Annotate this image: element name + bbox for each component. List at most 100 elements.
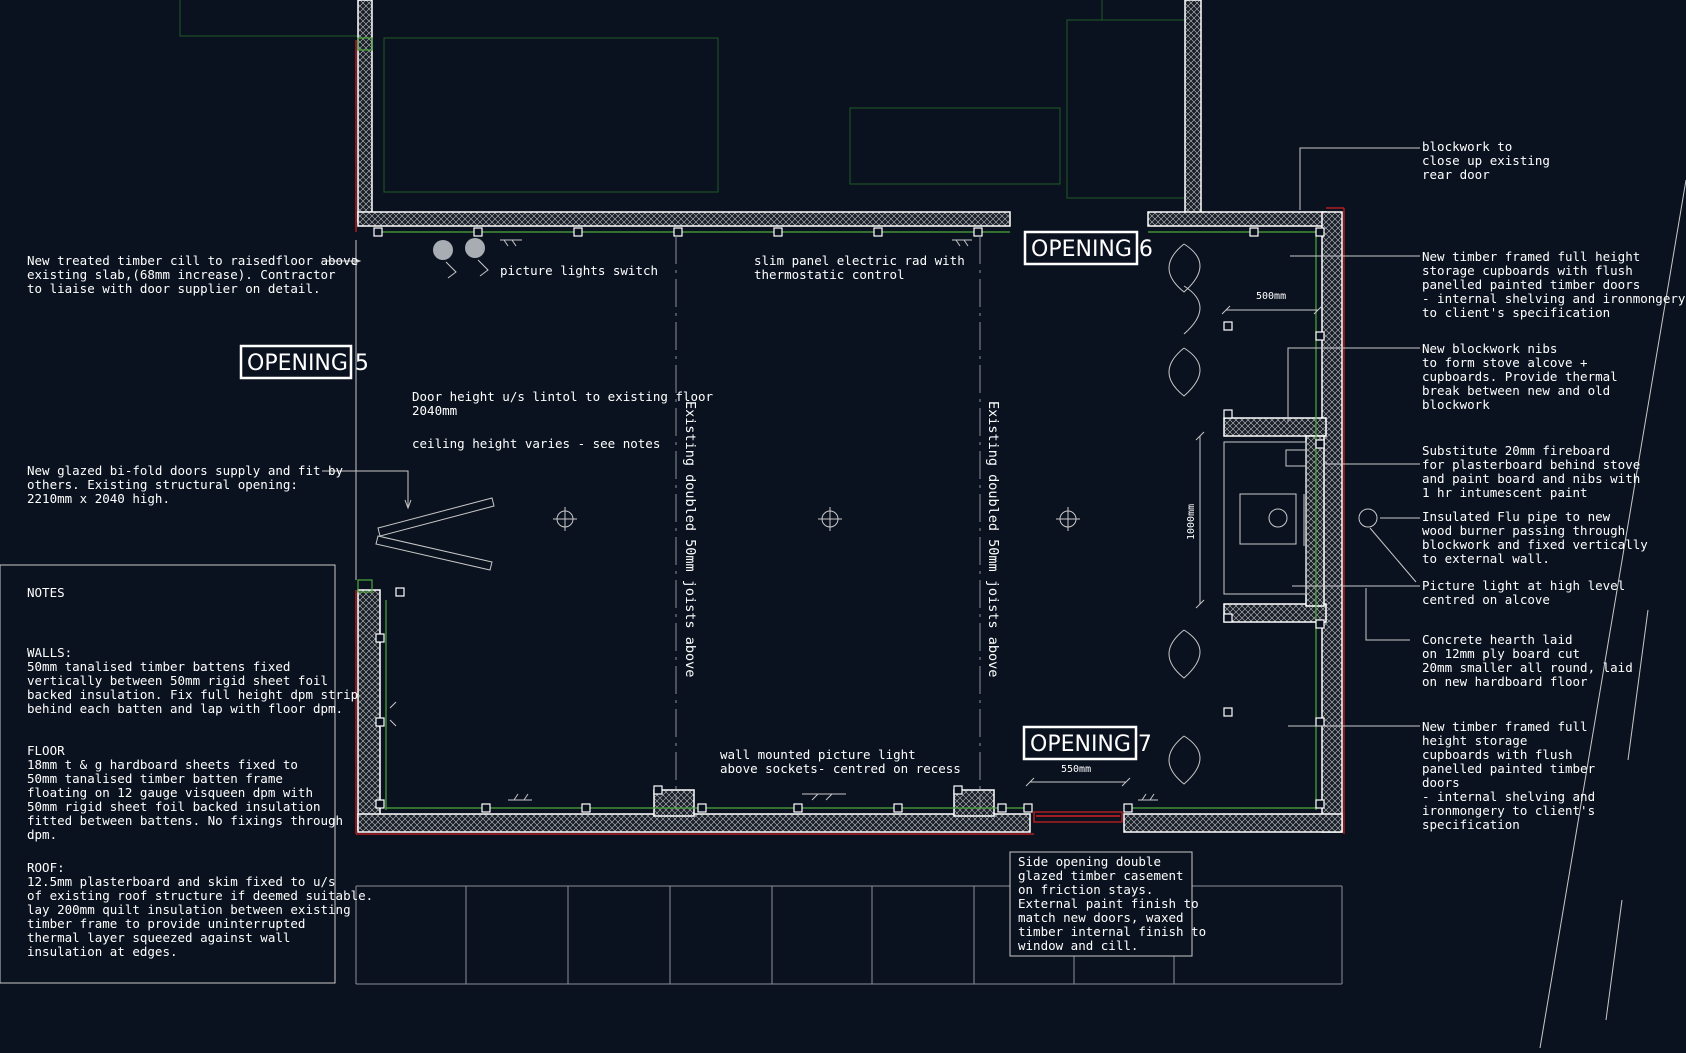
picture-lights-switch-label: picture lights switch xyxy=(500,263,658,278)
storage-bottom-8: specification xyxy=(1422,817,1520,832)
picture-light-alcove-2: centred on alcove xyxy=(1422,592,1550,607)
insulation-lines xyxy=(357,37,1318,810)
flue-4: to external wall. xyxy=(1422,551,1550,566)
side-opening-line-7: window and cill. xyxy=(1018,938,1138,953)
bifold-note-line-1: New glazed bi-fold doors supply and fit … xyxy=(27,463,344,478)
storage-bottom-7: ironmongery to client's xyxy=(1422,803,1595,818)
roof-line-5: thermal layer squeezed against wall xyxy=(27,930,290,945)
electric-rad-line-2: thermostatic control xyxy=(754,267,905,282)
storage-bottom-2: height storage xyxy=(1422,733,1527,748)
blockwork-close-1: blockwork to xyxy=(1422,139,1512,154)
nibs-2: to form stove alcove + xyxy=(1422,355,1588,370)
opening-7-label: OPENING 7 xyxy=(1030,732,1152,757)
roof-line-3: lay 200mm quilt insulation between exist… xyxy=(27,902,351,917)
picture-light-alcove-1: Picture light at high level xyxy=(1422,578,1625,593)
electric-rad-line-1: slim panel electric rad with xyxy=(754,253,965,268)
floor-line-1: 18mm t & g hardboard sheets fixed to xyxy=(27,757,298,772)
door-height-line-2: 2040mm xyxy=(412,403,457,418)
bifold-note-line-3: 2210mm x 2040 high. xyxy=(27,491,170,506)
flue-3: blockwork and fixed vertically xyxy=(1422,537,1648,552)
floor-line-2: 50mm tanalised timber batten frame xyxy=(27,771,283,786)
joist-lines xyxy=(675,236,981,810)
floor-line-6: dpm. xyxy=(27,827,57,842)
walls-title: WALLS: xyxy=(27,645,72,660)
notes-panel: NOTES WALLS: 50mm tanalised timber batte… xyxy=(27,585,373,959)
storage-top-3: panelled painted timber doors xyxy=(1422,277,1640,292)
flue-pipe-symbol xyxy=(1358,508,1378,528)
storage-bottom-3: cupboards with flush xyxy=(1422,747,1573,762)
nibs-3: cupboards. Provide thermal xyxy=(1422,369,1618,384)
opening-5-box: OPENING 5 xyxy=(239,344,369,380)
walls-line-4: behind each batten and lap with floor dp… xyxy=(27,701,343,716)
cupboard-doors xyxy=(1168,243,1201,785)
cill-note-line-2: existing slab,(68mm increase). Contracto… xyxy=(27,267,336,282)
opening-6-label: OPENING 6 xyxy=(1031,237,1153,262)
walls-line-3: backed insulation. Fix full height dpm s… xyxy=(27,687,358,702)
storage-bottom-5: doors xyxy=(1422,775,1460,790)
stove-alcove xyxy=(1223,441,1378,595)
storage-bottom-4: panelled painted timber xyxy=(1422,761,1596,776)
side-opening-line-3: on friction stays. xyxy=(1018,882,1153,897)
storage-top-1: New timber framed full height xyxy=(1422,249,1640,264)
hearth-3: 20mm smaller all round, laid xyxy=(1422,660,1633,675)
wall-picture-light-line-2: above sockets- centred on recess xyxy=(720,761,961,776)
cill-note-line-1: New treated timber cill to raisedfloor a… xyxy=(27,253,358,268)
side-opening-line-2: glazed timber casement xyxy=(1018,868,1184,883)
dim-1000: 1000mm xyxy=(1186,504,1197,540)
flue-1: Insulated Flu pipe to new xyxy=(1422,509,1611,524)
switch-leaders xyxy=(389,239,1158,801)
leader-lines xyxy=(322,147,1420,727)
roof-line-6: insulation at edges. xyxy=(27,944,178,959)
joists-left-label: Existing doubled 50mm joists above xyxy=(682,401,698,677)
cill-note-line-3: to liaise with door supplier on detail. xyxy=(27,281,321,296)
floor-line-4: 50mm rigid sheet foil backed insulation xyxy=(27,799,321,814)
side-opening-line-1: Side opening double xyxy=(1018,854,1161,869)
roof-line-2: of existing roof structure if deemed sui… xyxy=(27,888,373,903)
hearth-4: on new hardboard floor xyxy=(1422,674,1588,689)
opening-6-box: OPENING 6 xyxy=(1023,230,1153,266)
floor-title: FLOOR xyxy=(27,743,65,758)
dimension-lines xyxy=(1025,305,1323,787)
nibs-4: break between new and old xyxy=(1422,383,1610,398)
roof-line-1: 12.5mm plasterboard and skim fixed to u/… xyxy=(27,874,336,889)
joists-right-label: Existing doubled 50mm joists above xyxy=(985,401,1001,677)
bifold-note-line-2: others. Existing structural opening: xyxy=(27,477,298,492)
storage-bottom-1: New timber framed full xyxy=(1422,719,1588,734)
fireboard-1: Substitute 20mm fireboard xyxy=(1422,443,1610,458)
dim-500: 500mm xyxy=(1256,291,1286,302)
storage-bottom-6: - internal shelving and xyxy=(1422,789,1595,804)
side-opening-line-4: External paint finish to xyxy=(1018,896,1199,911)
storage-top-4: - internal shelving and ironmongery xyxy=(1422,291,1686,306)
side-opening-line-5: match new doors, waxed xyxy=(1018,910,1184,925)
dim-550: 550mm xyxy=(1061,764,1091,775)
wall-picture-light-line-1: wall mounted picture light xyxy=(720,747,916,762)
walls xyxy=(357,0,1343,833)
blockwork-close-2: close up existing xyxy=(1422,153,1550,168)
red-outline xyxy=(355,40,1345,835)
side-opening-line-6: timber internal finish to xyxy=(1018,924,1206,939)
background-outlines xyxy=(179,0,1186,199)
picture-light-switches xyxy=(433,238,485,260)
opening-5-label: OPENING 5 xyxy=(247,351,369,376)
nibs-1: New blockwork nibs xyxy=(1422,341,1557,356)
roof-line-4: timber frame to provide uninterrupted xyxy=(27,916,305,931)
ceiling-lights xyxy=(553,507,1080,531)
walls-line-1: 50mm tanalised timber battens fixed xyxy=(27,659,290,674)
bifold-doors-symbol xyxy=(355,240,495,580)
blockwork-close-3: rear door xyxy=(1422,167,1490,182)
door-height-line-1: Door height u/s lintol to existing floor xyxy=(412,389,713,404)
storage-top-5: to client's specification xyxy=(1422,305,1610,320)
hearth-1: Concrete hearth laid xyxy=(1422,632,1573,647)
hearth-2: on 12mm ply board cut xyxy=(1422,646,1580,661)
ceiling-height-note: ceiling height varies - see notes xyxy=(412,436,660,451)
walls-line-2: vertically between 50mm rigid sheet foil xyxy=(27,673,328,688)
nibs-5: blockwork xyxy=(1422,397,1490,412)
notes-frame xyxy=(0,564,1193,984)
right-notes: blockwork to close up existing rear door… xyxy=(1422,139,1686,832)
flue-2: wood burner passing through xyxy=(1422,523,1625,538)
storage-top-2: storage cupboards with flush xyxy=(1422,263,1633,278)
floor-line-3: floating on 12 gauge visqueen dpm with xyxy=(27,785,313,800)
fireboard-4: 1 hr intumescent paint xyxy=(1422,485,1588,500)
floor-line-5: fitted between battens. No fixings throu… xyxy=(27,813,343,828)
